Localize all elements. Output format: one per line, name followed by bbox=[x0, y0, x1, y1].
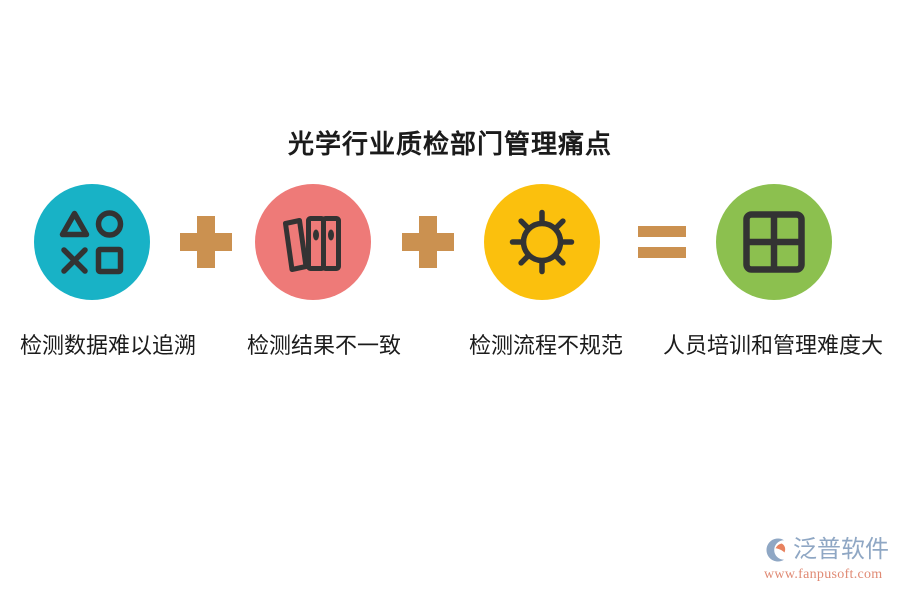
fanpu-logo-icon bbox=[766, 538, 786, 562]
pain-point-node-2[interactable] bbox=[255, 184, 371, 300]
watermark-url-text: www.fanpusoft.com bbox=[764, 567, 883, 582]
pain-point-caption-1: 检测数据难以追溯 bbox=[19, 333, 196, 358]
grid-window-icon bbox=[743, 211, 805, 273]
pain-point-caption-3: 检测流程不规范 bbox=[468, 333, 623, 358]
pain-point-caption-2: 检测结果不一致 bbox=[246, 333, 401, 358]
plus-icon bbox=[180, 216, 232, 268]
operator-plus-1 bbox=[170, 184, 242, 300]
gear-sun-icon bbox=[509, 209, 575, 275]
plus-icon bbox=[402, 216, 454, 268]
pain-point-node-3[interactable] bbox=[484, 184, 600, 300]
operator-plus-2 bbox=[392, 184, 464, 300]
pain-point-node-1[interactable] bbox=[34, 184, 150, 300]
page-title: 光学行业质检部门管理痛点 bbox=[287, 129, 612, 159]
watermark-brand-text: 泛普软件 bbox=[793, 536, 889, 563]
icon-circle-salmon bbox=[255, 184, 371, 300]
icon-row bbox=[0, 184, 900, 300]
watermark: 泛普软件 www.fanpusoft.com bbox=[764, 534, 892, 586]
pain-point-node-4[interactable] bbox=[716, 184, 832, 300]
binders-icon bbox=[283, 216, 341, 272]
equals-icon bbox=[638, 226, 686, 258]
icon-circle-green bbox=[716, 184, 832, 300]
caption-row: 检测数据难以追溯 检测结果不一致 检测流程不规范 人员培训和管理难度大 bbox=[0, 330, 900, 370]
shapes-icon bbox=[59, 210, 124, 275]
icon-circle-teal bbox=[34, 184, 150, 300]
icon-circle-amber bbox=[484, 184, 600, 300]
pain-point-caption-4: 人员培训和管理难度大 bbox=[662, 333, 883, 358]
watermark-brand-row: 泛普软件 bbox=[764, 534, 892, 566]
operator-equals bbox=[622, 184, 702, 300]
